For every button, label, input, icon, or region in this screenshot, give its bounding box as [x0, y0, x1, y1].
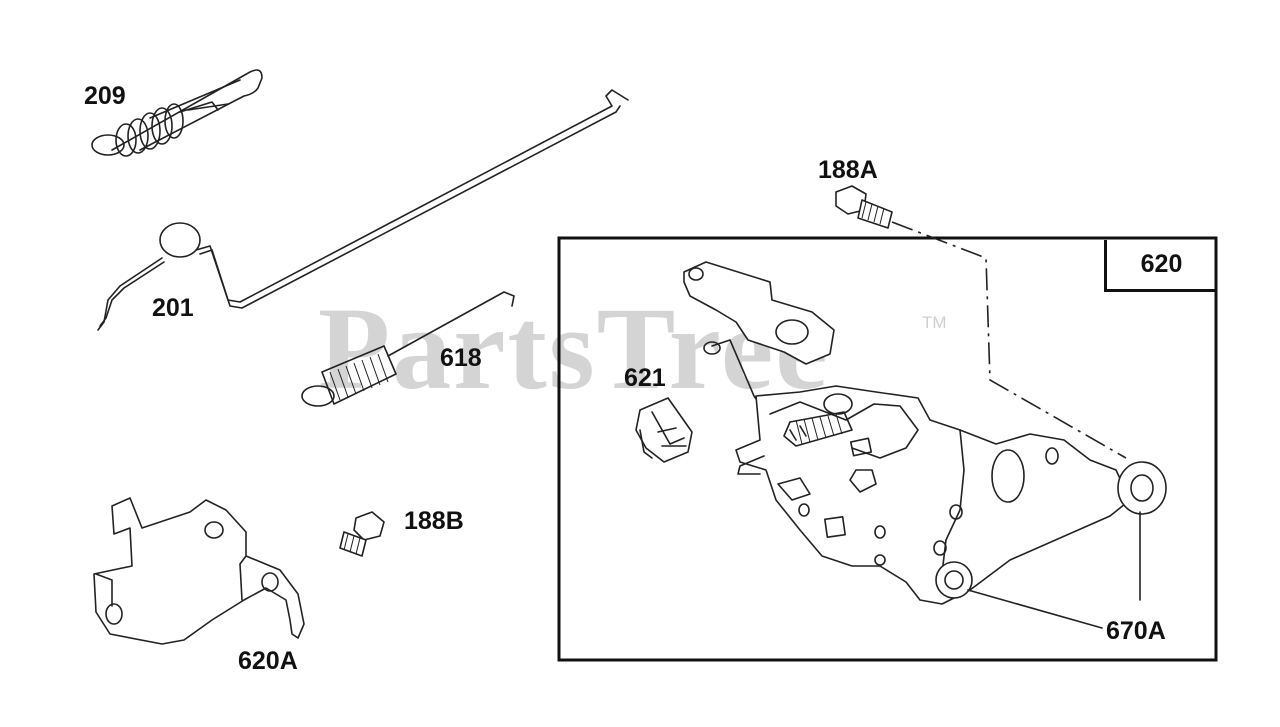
watermark-trademark: TM	[922, 313, 947, 332]
label-620A: 620A	[238, 647, 298, 675]
part-201-governor-rod[interactable]	[97, 89, 629, 331]
part-188A-bolt[interactable]	[835, 185, 893, 229]
label-670A: 670A	[1106, 617, 1166, 645]
label-618: 618	[440, 344, 482, 372]
part-209-spring-clip[interactable]	[91, 69, 263, 157]
part-621-clip[interactable]	[635, 397, 693, 463]
label-209: 209	[84, 82, 126, 110]
label-188A: 188A	[818, 156, 878, 184]
part-188B-bolt[interactable]	[339, 511, 385, 557]
assembly-620-box	[557, 236, 1218, 662]
label-621: 621	[624, 364, 666, 392]
label-201: 201	[152, 294, 194, 322]
part-620A-bracket[interactable]	[93, 497, 305, 645]
label-188B: 188B	[404, 507, 464, 535]
leader-188A	[891, 221, 1127, 459]
part-620-control-assembly[interactable]	[683, 261, 1167, 605]
label-620: 620	[1104, 240, 1216, 292]
leader-670A-lower	[967, 589, 1103, 629]
part-618-extension-spring[interactable]	[301, 291, 515, 407]
